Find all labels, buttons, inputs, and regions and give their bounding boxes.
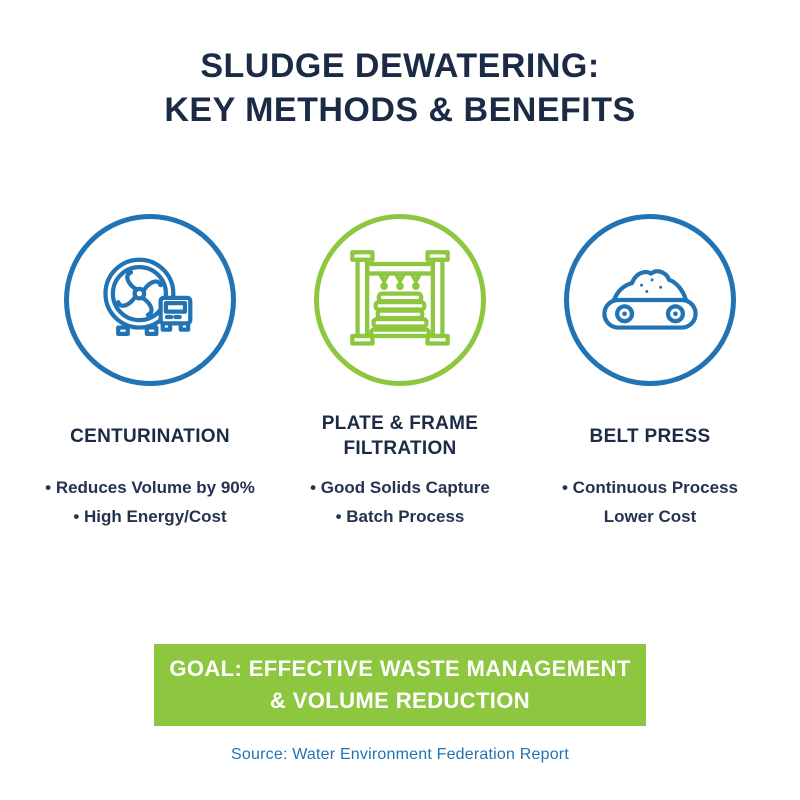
- method-belt-press: BELT PRESS • Continuous Process Lower Co…: [538, 214, 762, 532]
- goal-banner-line2: & VOLUME REDUCTION: [269, 688, 531, 714]
- method-title-plate-frame: PLATE & FRAME FILTRATION: [321, 412, 479, 460]
- bullet-item: • Good Solids Capture: [310, 478, 490, 498]
- centrifuge-icon-circle: [64, 214, 236, 387]
- bullet-item: • High Energy/Cost: [73, 507, 227, 527]
- page-title-line2: KEY METHODS & BENEFITS: [164, 91, 636, 130]
- method-bullets-plate-frame: • Good Solids Capture • Batch Process: [310, 474, 490, 532]
- goal-banner-line1: GOAL: EFFECTIVE WASTE MANAGEMENT: [169, 656, 631, 682]
- goal-banner: GOAL: EFFECTIVE WASTE MANAGEMENT & VOLUM…: [154, 644, 646, 726]
- bullet-item: • Reduces Volume by 90%: [45, 478, 255, 498]
- filter-press-icon: [350, 250, 450, 346]
- filter-press-icon-circle: [314, 214, 486, 387]
- method-title-belt-press: BELT PRESS: [589, 425, 711, 447]
- method-bullets-centrifugation: • Reduces Volume by 90% • High Energy/Co…: [45, 474, 255, 532]
- method-plate-frame-filtration: PLATE & FRAME FILTRATION • Good Solids C…: [288, 214, 512, 532]
- source-text: Source: Water Environment Federation Rep…: [231, 745, 569, 763]
- bullet-item: • Continuous Process: [562, 478, 738, 498]
- page-title-line1: SLUDGE DEWATERING:: [200, 47, 600, 85]
- bullet-item: • Batch Process: [335, 507, 465, 527]
- method-bullets-belt-press: • Continuous Process Lower Cost: [562, 474, 738, 532]
- method-centrifugation: CENTURINATION • Reduces Volume by 90% • …: [38, 214, 262, 532]
- belt-press-icon-circle: [564, 214, 736, 387]
- methods-row: CENTURINATION • Reduces Volume by 90% • …: [0, 214, 800, 532]
- belt-press-icon: [602, 269, 698, 331]
- bullet-item: Lower Cost: [603, 507, 697, 527]
- page-title: SLUDGE DEWATERING: KEY METHODS & BENEFIT…: [0, 0, 800, 132]
- method-title-centrifugation: CENTURINATION: [70, 425, 230, 447]
- centrifuge-icon: [103, 257, 193, 337]
